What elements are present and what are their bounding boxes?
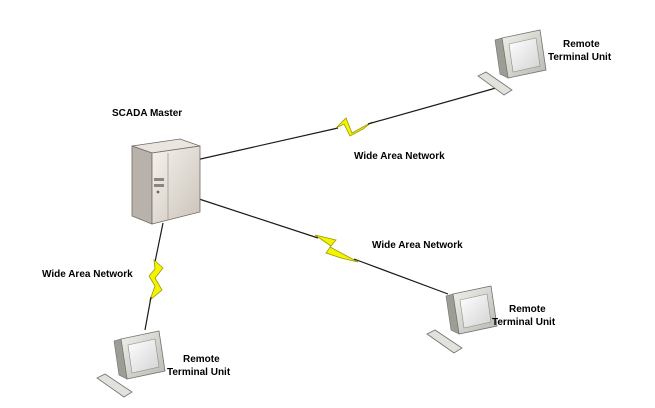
monitor-side xyxy=(445,293,460,335)
server-drive-bay xyxy=(154,178,164,181)
rtu-label-line2: Terminal Unit xyxy=(492,317,556,328)
rtu-label-bottom-right: Remote Terminal Unit xyxy=(492,304,556,328)
wan-link-bottom-right xyxy=(195,197,449,295)
server-power-light xyxy=(156,190,160,194)
rtu-label-line1: Remote xyxy=(563,39,600,50)
rtu-label-line2: Terminal Unit xyxy=(548,52,612,63)
rtu-bottom-left: Remote Terminal Unit xyxy=(96,330,231,398)
server-tower-side xyxy=(151,145,201,225)
rtu-label-top-right: Remote Terminal Unit xyxy=(548,39,612,63)
wan-label-bottom-left: Wide Area Network xyxy=(42,269,133,280)
lightning-bolt-icon xyxy=(335,117,373,137)
scada-master-label: SCADA Master xyxy=(112,108,182,119)
link-line xyxy=(367,85,504,125)
wan-link-top-right xyxy=(195,85,504,161)
link-line xyxy=(144,296,152,331)
rtu-label-bottom-left: Remote Terminal Unit xyxy=(167,354,231,378)
monitor-screen xyxy=(127,338,160,374)
link-line xyxy=(353,258,449,295)
rtu-bottom-right: Remote Terminal Unit xyxy=(426,285,556,354)
keyboard-icon xyxy=(426,329,463,354)
link-line xyxy=(154,222,164,263)
server-tower-front xyxy=(131,145,153,225)
lightning-bolt-icon xyxy=(148,259,164,302)
server-drive-bay xyxy=(154,184,164,187)
keyboard-icon xyxy=(477,71,513,96)
monitor-screen xyxy=(459,293,492,329)
wan-label-top-right: Wide Area Network xyxy=(354,151,445,162)
monitor-side xyxy=(494,37,509,79)
rtu-label-line2: Terminal Unit xyxy=(167,367,231,378)
wan-link-bottom-left xyxy=(144,222,164,331)
rtu-label-line1: Remote xyxy=(509,304,546,315)
link-line xyxy=(195,197,319,239)
keyboard-icon xyxy=(96,373,133,398)
scada-master-server: SCADA Master xyxy=(112,108,201,225)
wan-label-bottom-right: Wide Area Network xyxy=(372,240,463,251)
rtu-label-line1: Remote xyxy=(183,354,220,365)
link-line xyxy=(195,127,339,161)
monitor-screen xyxy=(508,37,541,73)
rtu-top-right: Remote Terminal Unit xyxy=(477,29,612,96)
monitor-side xyxy=(113,338,128,380)
lightning-bolt-icon xyxy=(314,234,359,263)
